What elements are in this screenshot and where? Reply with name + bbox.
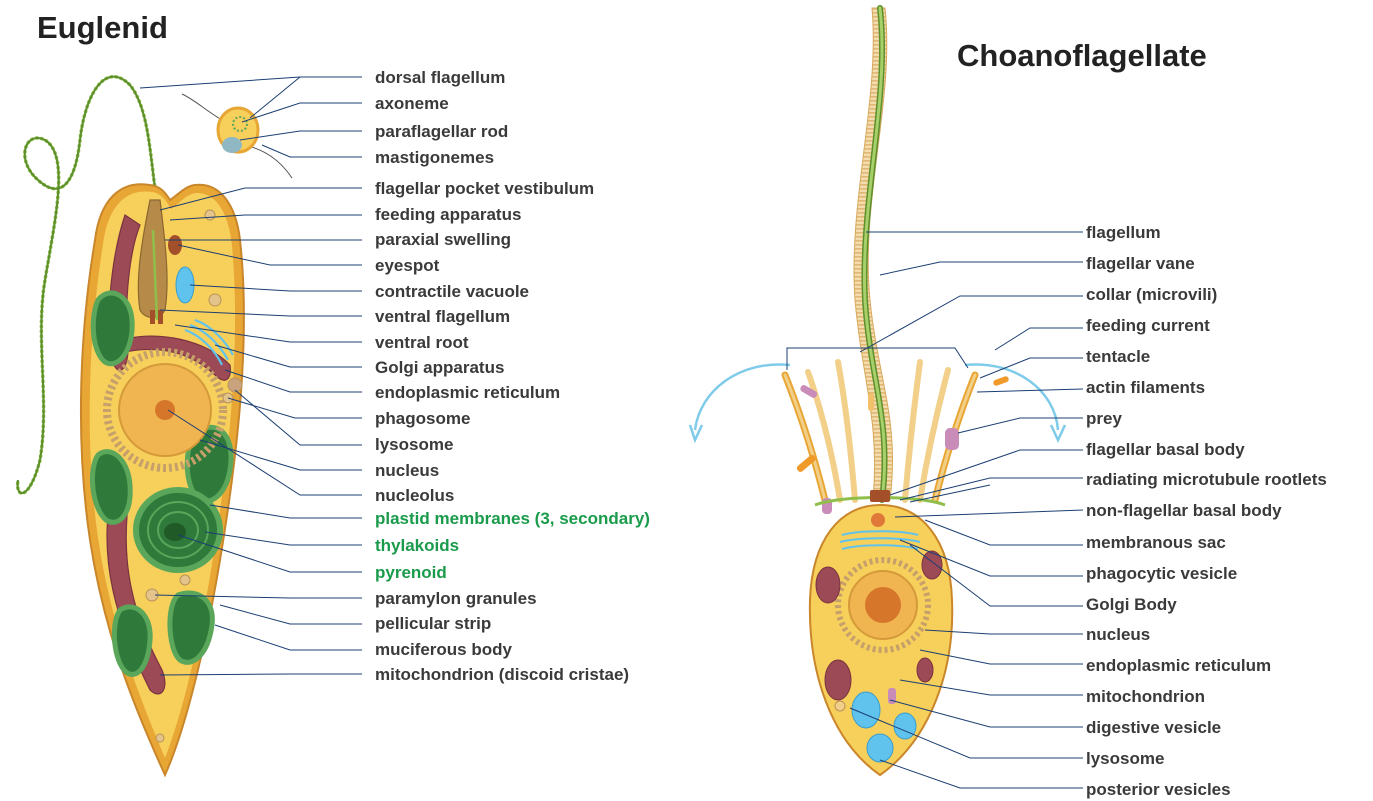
- choano-label: posterior vesicles: [1086, 781, 1231, 798]
- euglenid-label: nucleolus: [375, 487, 454, 504]
- euglenid-label: paramylon granules: [375, 590, 537, 607]
- euglenid-label: mastigonemes: [375, 149, 494, 166]
- euglenid-label: paraxial swelling: [375, 231, 511, 248]
- choano-label: lysosome: [1086, 750, 1164, 767]
- choano-label: flagellum: [1086, 224, 1161, 241]
- title-choanoflagellate: Choanoflagellate: [957, 38, 1207, 74]
- choano-label: Golgi Body: [1086, 596, 1177, 613]
- euglenid-label: ventral flagellum: [375, 308, 510, 325]
- choano-label: flagellar vane: [1086, 255, 1195, 272]
- euglenid-label: muciferous body: [375, 641, 512, 658]
- euglenid-label: ventral root: [375, 334, 469, 351]
- euglenid-label: lysosome: [375, 436, 453, 453]
- choano-label: nucleus: [1086, 626, 1150, 643]
- choano-nucleolus: [865, 587, 901, 623]
- choano-label: mitochondrion: [1086, 688, 1205, 705]
- choano-flagellar-vane: [854, 8, 893, 500]
- choano-label: feeding current: [1086, 317, 1210, 334]
- euglenid-label: axoneme: [375, 95, 449, 112]
- euglenid-label: flagellar pocket vestibulum: [375, 180, 594, 197]
- euglenid-nucleolus: [155, 400, 175, 420]
- euglenid-label: contractile vacuole: [375, 283, 529, 300]
- euglenid-label: nucleus: [375, 462, 439, 479]
- choano-label: digestive vesicle: [1086, 719, 1221, 736]
- euglenid-label: Golgi apparatus: [375, 359, 504, 376]
- euglenid-label-plastid: pyrenoid: [375, 564, 447, 581]
- choano-label: phagocytic vesicle: [1086, 565, 1237, 582]
- choano-label: membranous sac: [1086, 534, 1226, 551]
- choano-label: endoplasmic reticulum: [1086, 657, 1271, 674]
- euglenid-label: phagosome: [375, 410, 470, 427]
- title-euglenid: Euglenid: [37, 10, 168, 46]
- euglenid-label: dorsal flagellum: [375, 69, 505, 86]
- euglenid-drawing: [18, 77, 244, 775]
- choano-label: radiating microtubule rootlets: [1086, 471, 1327, 488]
- euglenid-label-plastid: plastid membranes (3, secondary): [375, 510, 650, 527]
- euglenid-label: pellicular strip: [375, 615, 491, 632]
- choano-label: flagellar basal body: [1086, 441, 1245, 458]
- choano-label: collar (microvili): [1086, 286, 1217, 303]
- choano-label: non-flagellar basal body: [1086, 502, 1282, 519]
- euglenid-label: mitochondrion (discoid cristae): [375, 666, 629, 683]
- euglenid-label: endoplasmic reticulum: [375, 384, 560, 401]
- choano-label: tentacle: [1086, 348, 1150, 365]
- euglenid-label: eyespot: [375, 257, 439, 274]
- choano-label: prey: [1086, 410, 1122, 427]
- euglenid-label: paraflagellar rod: [375, 123, 508, 140]
- euglenid-cross-section: [182, 94, 292, 178]
- euglenid-label: feeding apparatus: [375, 206, 521, 223]
- choano-label: actin filaments: [1086, 379, 1205, 396]
- euglenid-label-plastid: thylakoids: [375, 537, 459, 554]
